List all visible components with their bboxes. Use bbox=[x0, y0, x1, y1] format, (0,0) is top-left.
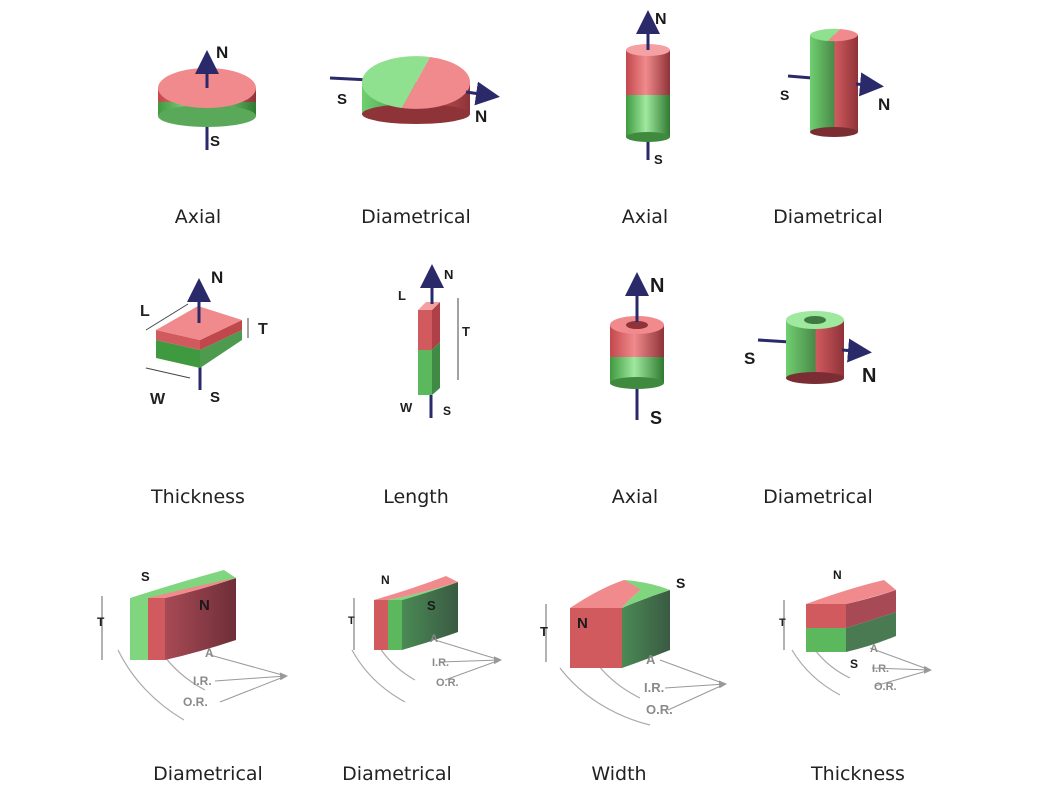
dim-thickness-label: T bbox=[540, 624, 548, 639]
pole-south-label: S bbox=[337, 91, 347, 108]
axial-ring-magnet: N S bbox=[610, 272, 664, 428]
dim-angle-label: A bbox=[430, 633, 438, 645]
pole-north-label: N bbox=[444, 267, 453, 282]
width-arc-segment-magnet: T A I.R. O.R. N S bbox=[540, 575, 727, 726]
dim-ir-label: I.R. bbox=[644, 680, 664, 695]
dim-thickness-label: T bbox=[462, 324, 470, 339]
dim-angle-label: A bbox=[646, 652, 656, 667]
diametrical-ring-magnet: S N bbox=[744, 311, 876, 387]
caption-thickness-arc: Thickness bbox=[811, 763, 905, 785]
thickness-arc-segment-magnet: T A I.R. O.R. N S bbox=[779, 568, 932, 696]
dim-ir-label: I.R. bbox=[193, 674, 212, 688]
pole-north-label: N bbox=[833, 568, 842, 582]
pole-south-label: S bbox=[654, 152, 663, 167]
pole-north-label: N bbox=[878, 95, 890, 114]
caption-axial-disc: Axial bbox=[174, 206, 222, 228]
dim-angle-label: A bbox=[870, 643, 878, 655]
caption-thickness-block: Thickness bbox=[151, 486, 245, 508]
dim-thickness-label: T bbox=[779, 617, 786, 629]
dim-width-label: W bbox=[400, 400, 413, 415]
caption-diametrical-arc-2: Diametrical bbox=[342, 763, 452, 785]
caption-diametrical-cylinder: Diametrical bbox=[773, 206, 883, 228]
pole-north-label: N bbox=[475, 107, 487, 126]
diametrical-cylinder-magnet: S N bbox=[780, 28, 890, 137]
caption-axial-ring: Axial bbox=[611, 486, 659, 508]
pole-south-label: S bbox=[780, 87, 789, 103]
axial-cylinder-magnet: N S bbox=[626, 10, 670, 167]
pole-north-label: N bbox=[655, 11, 667, 28]
dim-ir-label: I.R. bbox=[432, 657, 449, 669]
pole-north-label: N bbox=[862, 365, 876, 387]
dim-or-label: O.R. bbox=[183, 695, 208, 709]
caption-diametrical-arc-1: Diametrical bbox=[153, 763, 263, 785]
pole-south-label: S bbox=[443, 404, 451, 418]
pole-south-label: S bbox=[676, 575, 685, 591]
dim-thickness-label: T bbox=[348, 615, 355, 627]
caption-diametrical-disc: Diametrical bbox=[361, 206, 471, 228]
dim-or-label: O.R. bbox=[874, 681, 897, 693]
diametrical-arc-segment-magnet: T A I.R. O.R. S N bbox=[97, 569, 288, 721]
dim-or-label: O.R. bbox=[646, 702, 673, 717]
pole-north-label: N bbox=[199, 597, 210, 614]
dim-width-label: W bbox=[150, 391, 166, 408]
pole-south-label: S bbox=[427, 598, 436, 613]
caption-axial-cylinder: Axial bbox=[621, 206, 669, 228]
pole-south-label: S bbox=[650, 408, 662, 428]
dim-length-label: L bbox=[398, 288, 406, 303]
diametrical-arc-segment-magnet-2: T A I.R. O.R. N S bbox=[348, 573, 502, 703]
axial-disc-magnet: N S bbox=[158, 43, 256, 150]
dim-ir-label: I.R. bbox=[872, 663, 889, 675]
pole-south-label: S bbox=[210, 389, 220, 406]
pole-north-label: N bbox=[650, 275, 664, 297]
thickness-block-magnet: L T W N S bbox=[140, 268, 268, 408]
pole-south-label: S bbox=[744, 349, 755, 368]
pole-north-label: N bbox=[211, 268, 223, 287]
pole-north-label: N bbox=[216, 43, 228, 62]
pole-north-label: N bbox=[577, 615, 588, 632]
caption-width-arc: Width bbox=[591, 763, 647, 785]
dim-or-label: O.R. bbox=[436, 677, 459, 689]
caption-diametrical-ring: Diametrical bbox=[763, 486, 873, 508]
dim-thickness-label: T bbox=[258, 321, 268, 338]
dim-angle-label: A bbox=[205, 646, 214, 660]
caption-length-bar: Length bbox=[383, 486, 449, 508]
pole-south-label: S bbox=[141, 569, 150, 584]
diametrical-disc-magnet: S N bbox=[329, 56, 500, 126]
pole-north-label: N bbox=[381, 573, 390, 587]
length-bar-magnet: L T W N S bbox=[398, 264, 470, 418]
pole-south-label: S bbox=[210, 133, 220, 150]
dim-length-label: L bbox=[140, 303, 150, 320]
dim-thickness-label: T bbox=[97, 615, 105, 629]
pole-south-label: S bbox=[850, 657, 858, 671]
